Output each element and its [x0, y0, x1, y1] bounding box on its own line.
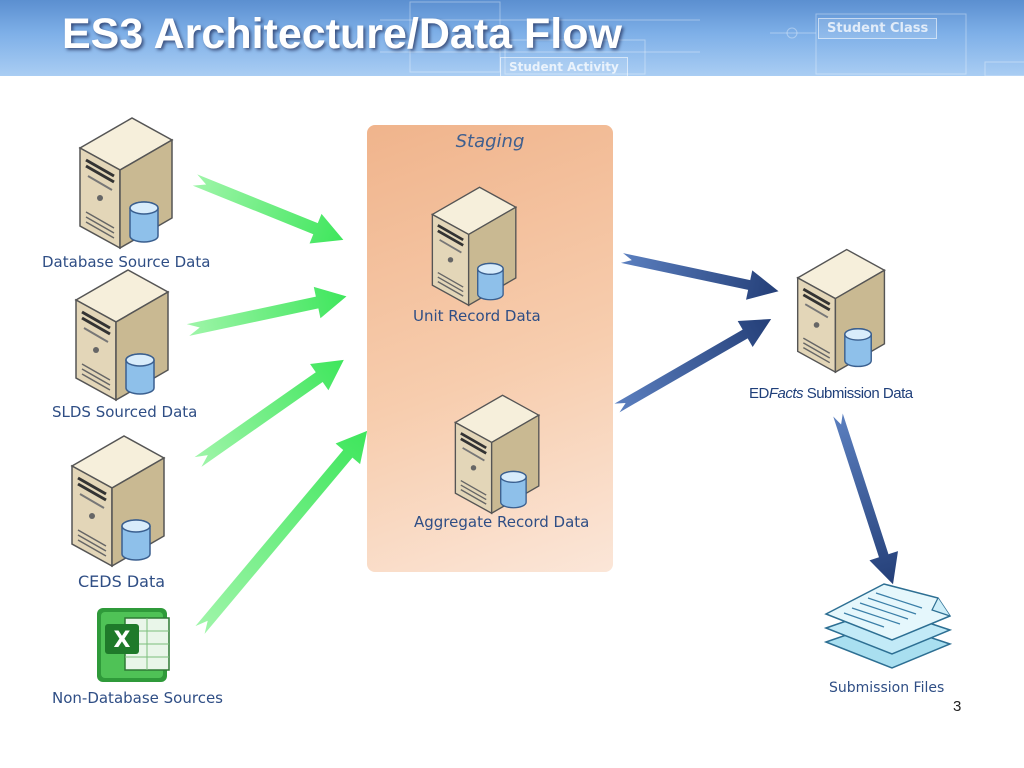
server-database-icon: [448, 388, 548, 515]
green-arrow-non-database: [195, 430, 368, 634]
blue-arrow-unit-to-submission: [620, 253, 779, 300]
non-database-source-node: X: [95, 604, 181, 691]
server-database-icon: [790, 242, 894, 374]
staging-title: Staging: [455, 131, 525, 152]
slide-title: ES3 Architecture/Data Flow: [62, 10, 622, 58]
green-arrow-database-source: [192, 174, 344, 244]
unit-record-node: [425, 180, 525, 312]
header-decor-student-activity: Student Activity: [500, 57, 628, 76]
edfacts-submission-node: [790, 242, 894, 379]
aggregate-record-node: [448, 388, 548, 520]
blue-arrow-aggregate-to-submission: [614, 319, 772, 413]
aggregate-record-label: Aggregate Record Data: [414, 513, 590, 531]
page-number: 3: [953, 698, 962, 715]
database-source-node: [72, 110, 182, 255]
server-database-icon: [425, 180, 525, 307]
submission-files-node: [822, 578, 954, 687]
server-database-icon: [68, 262, 178, 402]
server-database-icon: [64, 428, 174, 568]
edfacts-submission-label: EDFacts Submission Data: [749, 385, 913, 402]
edfacts-label-italic: Facts: [768, 385, 804, 402]
edfacts-label-suffix: Submission Data: [803, 385, 913, 402]
submission-files-label: Submission Files: [829, 680, 945, 696]
green-arrow-ceds: [194, 359, 344, 467]
unit-record-label: Unit Record Data: [413, 307, 541, 325]
database-source-label: Database Source Data: [42, 253, 211, 271]
blue-arrow-submission-to-files: [833, 413, 899, 585]
slide-header: Student Class Student Activity ES3 Archi…: [0, 0, 1024, 76]
green-arrow-slds: [186, 286, 347, 336]
svg-text:X: X: [114, 628, 131, 653]
non-database-source-label: Non-Database Sources: [52, 689, 223, 707]
excel-icon: X: [97, 608, 170, 682]
header-decor-student-class: Student Class: [818, 18, 938, 39]
edfacts-label-prefix: ED: [749, 385, 769, 402]
server-database-icon: [72, 110, 182, 250]
documents-stack-icon: [823, 583, 953, 669]
ceds-source-label: CEDS Data: [78, 572, 166, 591]
slds-source-node: [68, 262, 178, 407]
slds-source-label: SLDS Sourced Data: [52, 403, 198, 421]
ceds-source-node: [64, 428, 174, 573]
